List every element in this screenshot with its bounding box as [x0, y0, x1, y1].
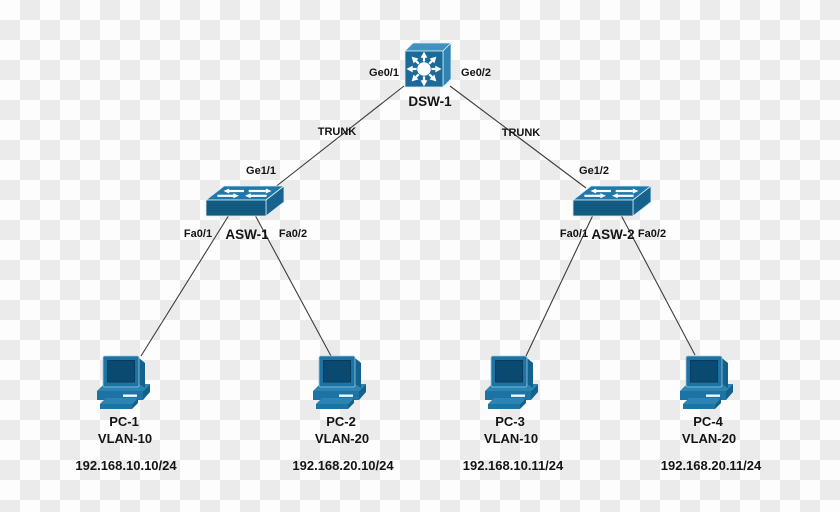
pc3-desktop-pc-icon — [482, 354, 546, 412]
link-label-trunk-right: TRUNK — [501, 127, 541, 139]
device-label-asw2: ASW-2 — [591, 227, 635, 242]
ip-label-pc2: 192.168.20.10/24 — [292, 458, 394, 473]
ip-label-pc1: 192.168.10.10/24 — [75, 458, 177, 473]
device-label-pc2: PC-2 — [326, 414, 356, 429]
asw2-workgroup-switch-icon — [571, 182, 653, 220]
pc1-desktop-pc-icon — [94, 354, 158, 412]
link-asw2-pc4 — [620, 214, 696, 356]
vlan-label-pc3: VLAN-10 — [483, 431, 539, 446]
link-asw1-pc2 — [254, 214, 332, 357]
port-label-asw1-fa0-2: Fa0/2 — [278, 228, 308, 240]
port-label-asw2-fa0-2: Fa0/2 — [637, 228, 667, 240]
port-label-asw2-ge1-2: Ge1/2 — [579, 165, 609, 177]
ip-label-pc4: 192.168.20.11/24 — [660, 458, 762, 473]
port-label-asw1-fa0-1: Fa0/1 — [183, 228, 213, 240]
pc4-desktop-pc-icon — [677, 354, 741, 412]
link-dsw1-asw2 — [449, 85, 587, 189]
port-label-asw1-ge1-1: Ge1/1 — [246, 165, 276, 177]
dsw1-multilayer-switch-icon — [403, 39, 453, 89]
link-asw2-pc3 — [525, 214, 594, 357]
device-label-pc3: PC-3 — [495, 414, 525, 429]
asw1-workgroup-switch-icon — [204, 182, 286, 220]
device-label-dsw1: DSW-1 — [408, 94, 452, 109]
device-label-pc4: PC-4 — [693, 414, 723, 429]
device-label-asw1: ASW-1 — [225, 227, 269, 242]
link-asw1-pc1 — [140, 214, 230, 357]
vlan-label-pc1: VLAN-10 — [97, 431, 153, 446]
ip-label-pc3: 192.168.10.11/24 — [462, 458, 564, 473]
vlan-label-pc2: VLAN-20 — [314, 431, 370, 446]
device-label-pc1: PC-1 — [109, 414, 139, 429]
link-label-trunk-left: TRUNK — [317, 126, 357, 138]
pc2-desktop-pc-icon — [310, 354, 374, 412]
port-label-asw2-fa0-1: Fa0/1 — [559, 228, 589, 240]
port-label-dsw1-ge0-2: Ge0/2 — [461, 67, 491, 79]
port-label-dsw1-ge0-1: Ge0/1 — [369, 67, 399, 79]
vlan-label-pc4: VLAN-20 — [681, 431, 737, 446]
link-dsw1-asw1 — [273, 85, 405, 189]
